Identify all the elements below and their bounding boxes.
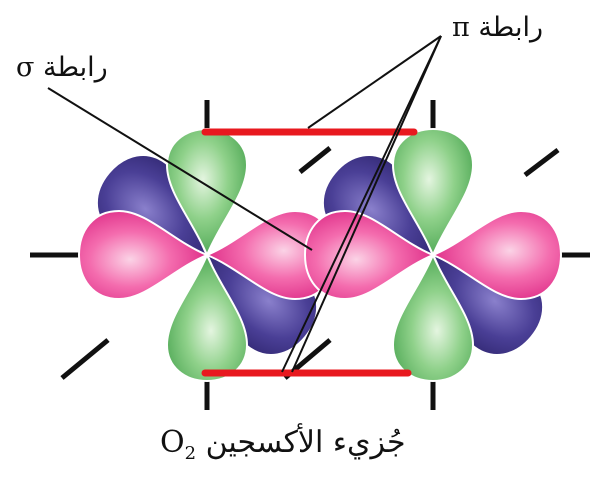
molecule-caption: جُزيء الأكسجين O2 <box>160 428 406 463</box>
leader-lines <box>47 35 442 373</box>
left-green-lobe-down <box>165 252 249 383</box>
pi-bond-label: رابطة π <box>452 12 544 43</box>
sigma-bond-label: رابطة σ <box>16 52 108 83</box>
pi-leader-to-bottom-1 <box>281 35 442 373</box>
pi-leader-to-top <box>307 35 442 129</box>
pi-bond-lines <box>201 128 418 377</box>
right-pink-lobe-left <box>303 209 436 301</box>
left-pink-lobe-left <box>77 209 210 301</box>
diagonal-axis-left-top <box>298 146 332 174</box>
molecule-caption-text: جُزيء الأكسجين O <box>160 425 406 460</box>
right-oxygen-atom <box>303 127 563 383</box>
left-oxygen-atom <box>77 127 337 383</box>
pi-leader-to-bottom-2 <box>291 35 442 373</box>
molecule-caption-subscript: 2 <box>184 443 197 464</box>
sigma-leader <box>47 87 313 251</box>
diagonal-axis-left-bottom <box>60 338 110 380</box>
right-pink-lobe-right <box>430 209 563 301</box>
right-green-lobe-up <box>391 127 475 258</box>
diagonal-axis-right-top <box>523 148 560 177</box>
right-green-lobe-down <box>391 252 475 383</box>
